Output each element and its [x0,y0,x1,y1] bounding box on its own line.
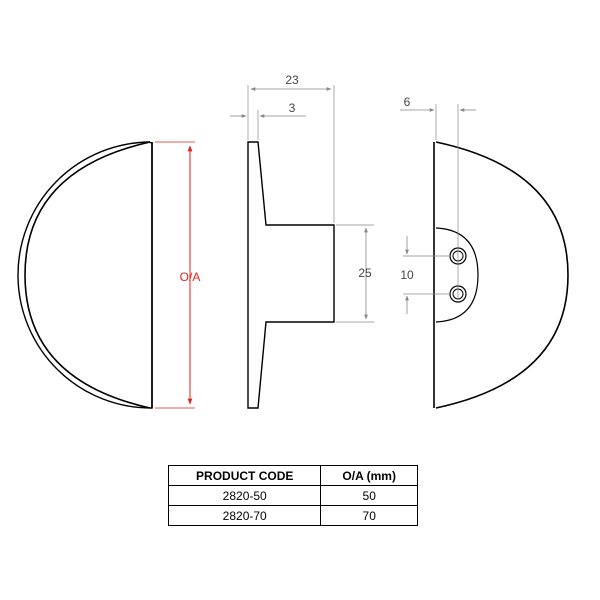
table-row: 2820-50 50 [167,485,418,506]
oa-header: O/A (mm) [320,465,418,486]
front-view-arc [24,141,151,409]
boss-dimension-label: 25 [358,266,372,280]
back-view-arc [435,141,569,409]
oa-cell: 70 [320,505,418,526]
spacing-dimension-label: 10 [400,268,414,282]
product-code-cell: 2820-50 [167,485,322,506]
base-dimension-label: 3 [289,101,296,115]
back-view: 6 10 [400,95,569,409]
product-table: PRODUCT CODE O/A (mm) 2820-50 50 2820-70… [167,465,418,526]
front-view-outline [17,141,153,409]
table-row: 2820-70 70 [167,505,418,526]
oa-cell: 50 [320,485,418,506]
front-view: O/A [17,141,201,409]
depth-dimension-label: 23 [285,73,299,87]
mounting-boss-outline [435,227,479,323]
oa-dimension-label: O/A [180,270,201,284]
side-view-profile [247,141,335,409]
table-header-row: PRODUCT CODE O/A (mm) [167,465,418,486]
offset-dimension-label: 6 [404,95,411,109]
side-view: 23 3 25 [230,73,374,409]
product-code-header: PRODUCT CODE [167,465,322,486]
product-code-cell: 2820-70 [167,505,322,526]
